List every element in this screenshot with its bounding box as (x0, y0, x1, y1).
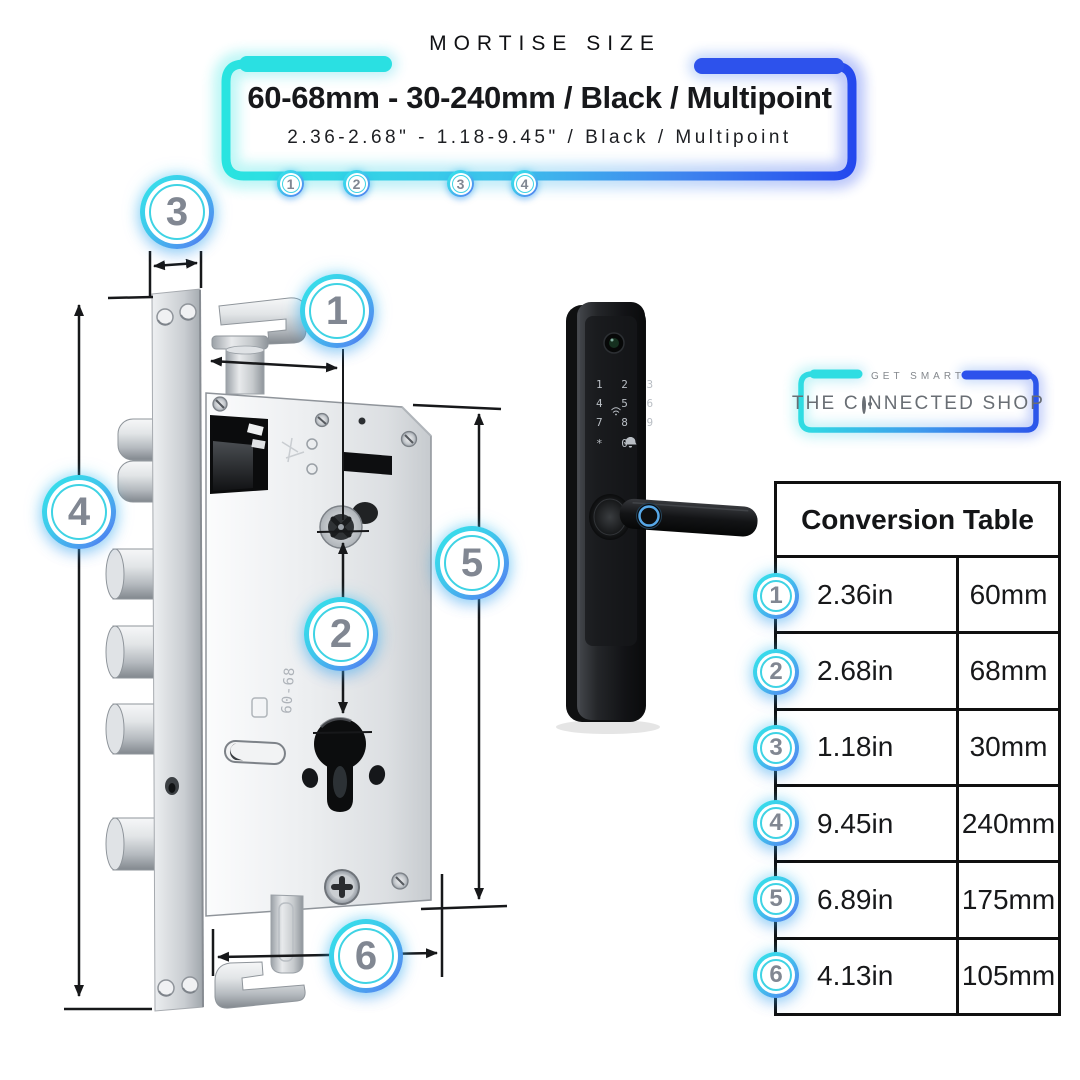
mm-cell: 240mm (961, 807, 1056, 839)
inches-cell: 1.18in (777, 710, 959, 784)
hook-bolt-top (211, 297, 307, 395)
table-row: 1.18in 30mm (777, 710, 1058, 787)
banner-frame (213, 51, 865, 189)
callout-5: 5 (435, 526, 509, 600)
fingerprint-sensor (636, 503, 662, 529)
body-screws (212, 396, 418, 890)
table-row: 6.89in 175mm (777, 863, 1058, 940)
brand-etch-mark (251, 697, 268, 718)
keypad-row-4: * 0 (596, 437, 634, 450)
bottom-latch-tab (270, 894, 304, 974)
brand-frame (794, 367, 1043, 437)
oval-slot (224, 739, 286, 766)
banner-marker-3: 3 (447, 170, 474, 197)
table-marker-6: 6 (753, 952, 799, 998)
table-marker-4: 4 (753, 800, 799, 846)
door-handle (589, 494, 758, 540)
mm-cell: 105mm (961, 960, 1056, 992)
banner-title: MORTISE SIZE (429, 32, 661, 55)
banner-marker-1: 1 (277, 170, 304, 197)
conversion-table: Conversion Table 2.36in 60mm 2.68in 68mm… (774, 481, 1061, 1016)
banner-marker-2: 2 (343, 170, 370, 197)
mm-cell: 60mm (969, 578, 1048, 610)
phillips-screw (324, 869, 360, 905)
table-marker-2: 2 (753, 649, 799, 695)
keypad-row-1: 1 2 3 (596, 378, 659, 391)
brand-name: THE C NNECTED SHOP (792, 393, 1043, 415)
mm-cell: 68mm (969, 654, 1048, 686)
faceplate (151, 288, 204, 1012)
keypad-row-2: 4 5 6 (596, 397, 659, 410)
banner-size-line: 60-68mm - 30-240mm / Black / Multipoint (247, 80, 832, 115)
callout-1: 1 (300, 274, 374, 348)
brand-tagline: GET SMART (871, 371, 965, 382)
mortise-lock-diagram: 60-68 (64, 251, 508, 1012)
hook-bolt-bottom (214, 961, 306, 1009)
etch-text: 60-68 (279, 666, 298, 714)
conversion-table-title: Conversion Table (777, 484, 1058, 558)
keypad: 1 2 3 4 5 6 7 8 9 * 0 (596, 378, 659, 450)
callout-6: 6 (329, 919, 403, 993)
callout-4: 4 (42, 475, 116, 549)
wifi-icon (611, 407, 621, 416)
mm-cell: 30mm (969, 731, 1048, 763)
smart-lock: 1 2 3 4 5 6 7 8 9 * 0 (556, 302, 758, 734)
banner-marker-4: 4 (511, 170, 538, 197)
doorbell-icon (624, 437, 637, 448)
camera (603, 332, 625, 354)
inches-cell: 9.45in (777, 786, 959, 861)
banner-inch-line: 2.36-2.68" - 1.18-9.45" / Black / Multip… (287, 127, 792, 148)
callout-3: 3 (140, 175, 214, 249)
table-row: 9.45in 240mm (777, 786, 1058, 864)
keypad-row-3: 7 8 9 (596, 416, 659, 429)
brand-name-suffix: NNECTED SHOP (867, 393, 1046, 414)
table-row: 2.36in 60mm (777, 558, 1058, 635)
table-marker-3: 3 (753, 725, 799, 771)
brand-name-prefix: THE C (791, 393, 860, 414)
table-marker-1: 1 (753, 573, 799, 619)
mm-cell: 175mm (961, 883, 1056, 915)
inches-cell: 4.13in (777, 939, 959, 1013)
smart-o-icon (861, 396, 872, 414)
table-marker-5: 5 (753, 876, 799, 922)
euro-cylinder (314, 717, 366, 812)
inches-cell: 6.89in (777, 863, 959, 937)
inches-cell: 2.68in (777, 634, 959, 708)
table-row: 2.68in 68mm (777, 634, 1058, 711)
inches-cell: 2.36in (777, 558, 959, 632)
callout-2: 2 (304, 597, 378, 671)
table-row: 4.13in 105mm (777, 939, 1058, 1013)
